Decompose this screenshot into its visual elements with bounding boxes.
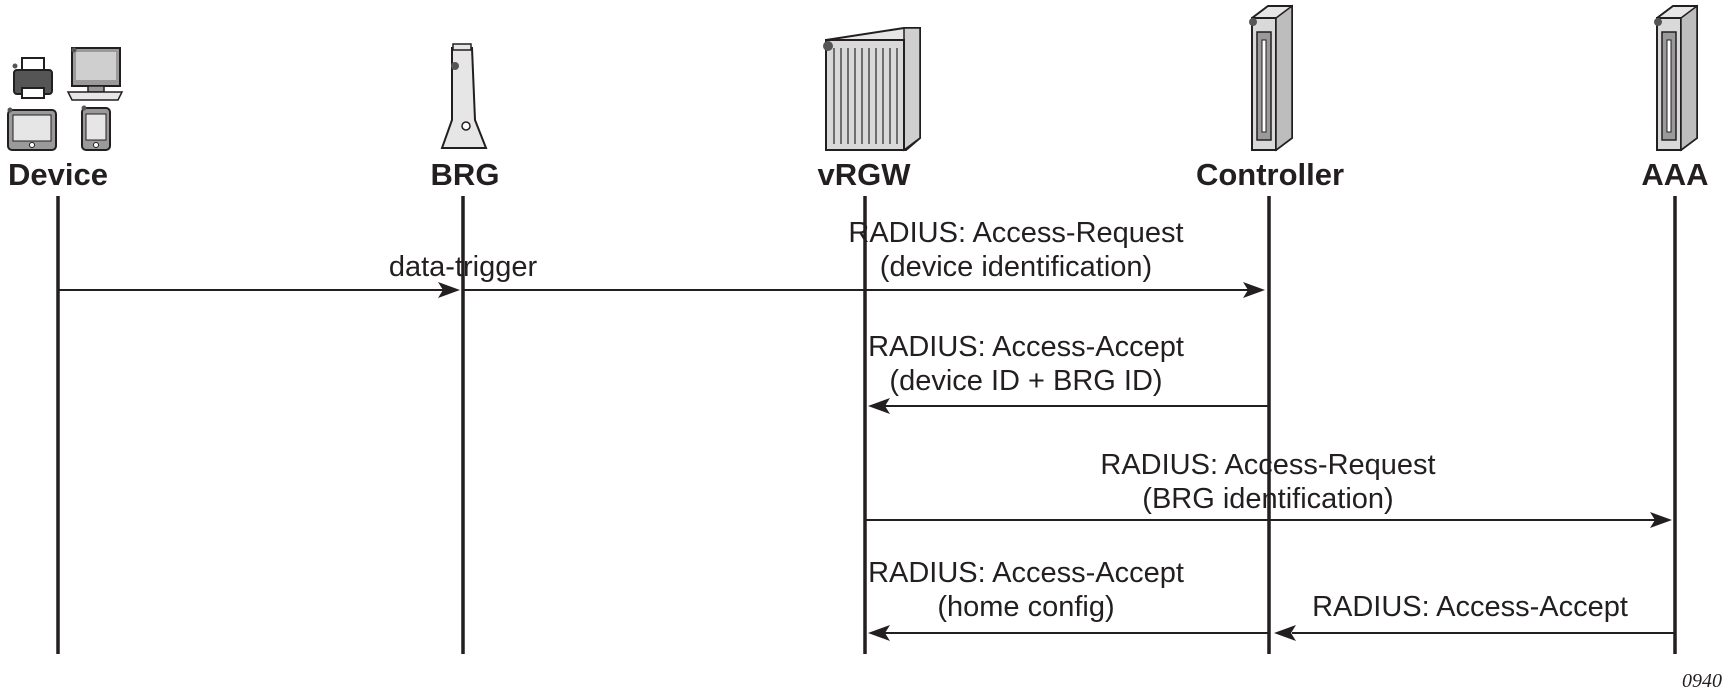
- phone-icon: [81, 105, 111, 151]
- tablet-icon: [7, 107, 57, 151]
- data-trigger-message: data-trigger: [58, 251, 537, 298]
- aaa-server-icon: [1654, 4, 1698, 152]
- router-icon: [440, 43, 488, 149]
- access-request-brg-message: RADIUS: Access-Request (BRG identificati…: [865, 449, 1672, 528]
- arrow-right-icon: [438, 282, 460, 298]
- chassis-icon: [823, 27, 921, 152]
- access-accept-home-config-line2: (home config): [937, 591, 1114, 623]
- access-accept-home-config-message: RADIUS: Access-Accept (home config): [868, 557, 1269, 641]
- arrow-left-icon: [1274, 625, 1296, 641]
- arrow-right-icon: [1243, 282, 1265, 298]
- computer-icon: [66, 47, 124, 101]
- access-request-device-message: RADIUS: Access-Request (device identific…: [463, 217, 1265, 298]
- controller-label: Controller: [1196, 157, 1344, 192]
- arrow-left-icon: [868, 625, 890, 641]
- access-request-device-line2: (device identification): [880, 251, 1152, 283]
- brg-label: BRG: [431, 157, 500, 192]
- device-icon: [7, 47, 124, 151]
- access-accept-home-config-line1: RADIUS: Access-Accept: [868, 557, 1184, 589]
- figure-id: 0940: [1682, 670, 1722, 692]
- vrgw-label: vRGW: [818, 157, 912, 192]
- access-request-brg-line2: (BRG identification): [1142, 483, 1393, 515]
- data-trigger-label: data-trigger: [389, 251, 538, 283]
- access-request-device-line1: RADIUS: Access-Request: [848, 217, 1183, 249]
- printer-icon: [12, 57, 53, 99]
- arrow-right-icon: [1650, 512, 1672, 528]
- access-accept-aaa-message: RADIUS: Access-Accept: [1274, 591, 1675, 641]
- access-request-brg-line1: RADIUS: Access-Request: [1100, 449, 1435, 481]
- access-accept-device-line2: (device ID + BRG ID): [889, 365, 1162, 397]
- aaa-label: AAA: [1641, 157, 1708, 192]
- access-accept-device-message: RADIUS: Access-Accept (device ID + BRG I…: [868, 331, 1269, 414]
- device-label: Device: [8, 157, 108, 192]
- controller-server-icon: [1249, 4, 1293, 152]
- access-accept-aaa-label: RADIUS: Access-Accept: [1312, 591, 1628, 623]
- access-accept-device-line1: RADIUS: Access-Accept: [868, 331, 1184, 363]
- arrow-left-icon: [868, 398, 890, 414]
